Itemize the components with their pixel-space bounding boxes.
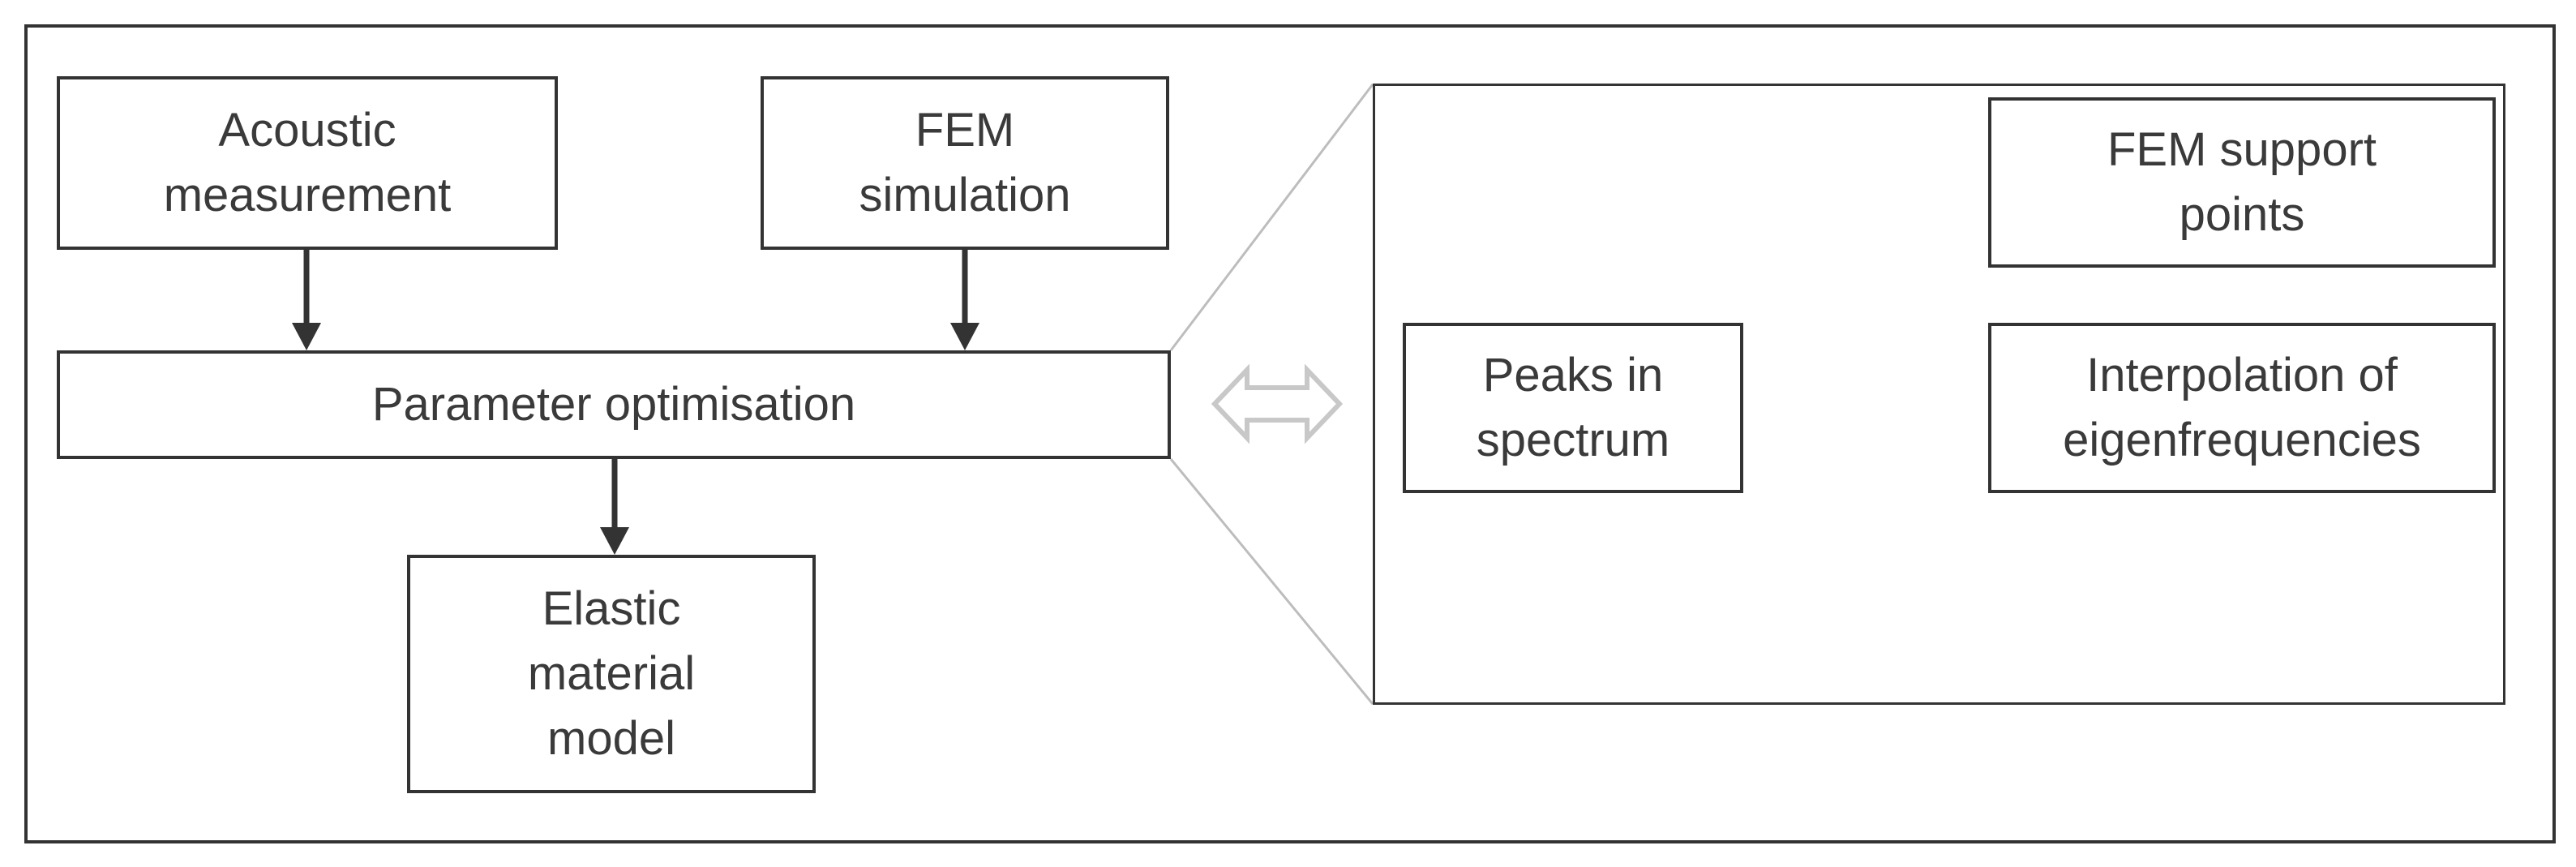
fem-support-points-box: FEM support points	[1988, 97, 2496, 268]
fem-simulation-box: FEM simulation	[761, 76, 1169, 250]
acoustic-measurement-box: Acoustic measurement	[57, 76, 558, 250]
arrow-optimisation-to-elastic	[600, 457, 629, 555]
zoom-line-bottom	[1169, 458, 1374, 705]
zoom-line-top	[1169, 84, 1374, 351]
parameter-optimisation-box: Parameter optimisation	[57, 350, 1171, 459]
interpolation-of-eigenfrequencies-box: Interpolation of eigenfrequencies	[1988, 323, 2496, 493]
double-arrow-icon	[1211, 363, 1344, 444]
peaks-in-spectrum-box: Peaks in spectrum	[1403, 323, 1743, 493]
diagram-frame	[24, 24, 2556, 843]
arrow-fem-to-optimisation	[950, 250, 979, 350]
elastic-material-model-box: Elastic material model	[407, 555, 816, 793]
arrow-acoustic-to-optimisation	[292, 250, 321, 350]
